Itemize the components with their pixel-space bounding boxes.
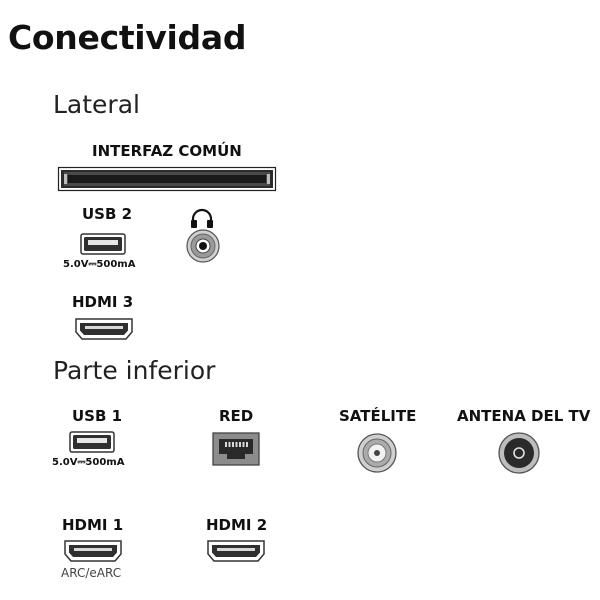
hdmi2-label: HDMI 2 [206, 516, 268, 534]
ethernet-port-icon [212, 432, 260, 466]
hdmi2-port-icon [207, 540, 265, 562]
network-label: RED [219, 407, 254, 425]
hdmi1-port-icon [64, 540, 122, 562]
tv-antenna-port-icon [498, 432, 540, 474]
usb2-spec: 5.0V⎓500mA [63, 259, 136, 270]
common-interface-label: INTERFAZ COMÚN [92, 142, 242, 160]
usb1-port-icon [69, 431, 115, 453]
usb1-spec: 5.0V⎓500mA [52, 457, 125, 468]
headphones-icon [191, 208, 213, 228]
satellite-port-icon [357, 433, 397, 473]
usb2-label: USB 2 [82, 205, 133, 223]
tv-antenna-label: ANTENA DEL TV [457, 407, 591, 425]
section-heading-parte-inferior: Parte inferior [53, 356, 216, 385]
hdmi3-label: HDMI 3 [72, 293, 134, 311]
section-heading-lateral: Lateral [53, 90, 140, 119]
headphone-jack-icon [186, 229, 220, 263]
usb2-port-icon [80, 233, 126, 255]
usb1-label: USB 1 [72, 407, 123, 425]
satellite-label: SATÉLITE [339, 407, 417, 425]
page-title: Conectividad [8, 18, 247, 57]
common-interface-slot [57, 166, 277, 192]
hdmi1-arc-note: ARC/eARC [61, 566, 122, 580]
hdmi1-label: HDMI 1 [62, 516, 124, 534]
hdmi3-port-icon [75, 318, 133, 340]
